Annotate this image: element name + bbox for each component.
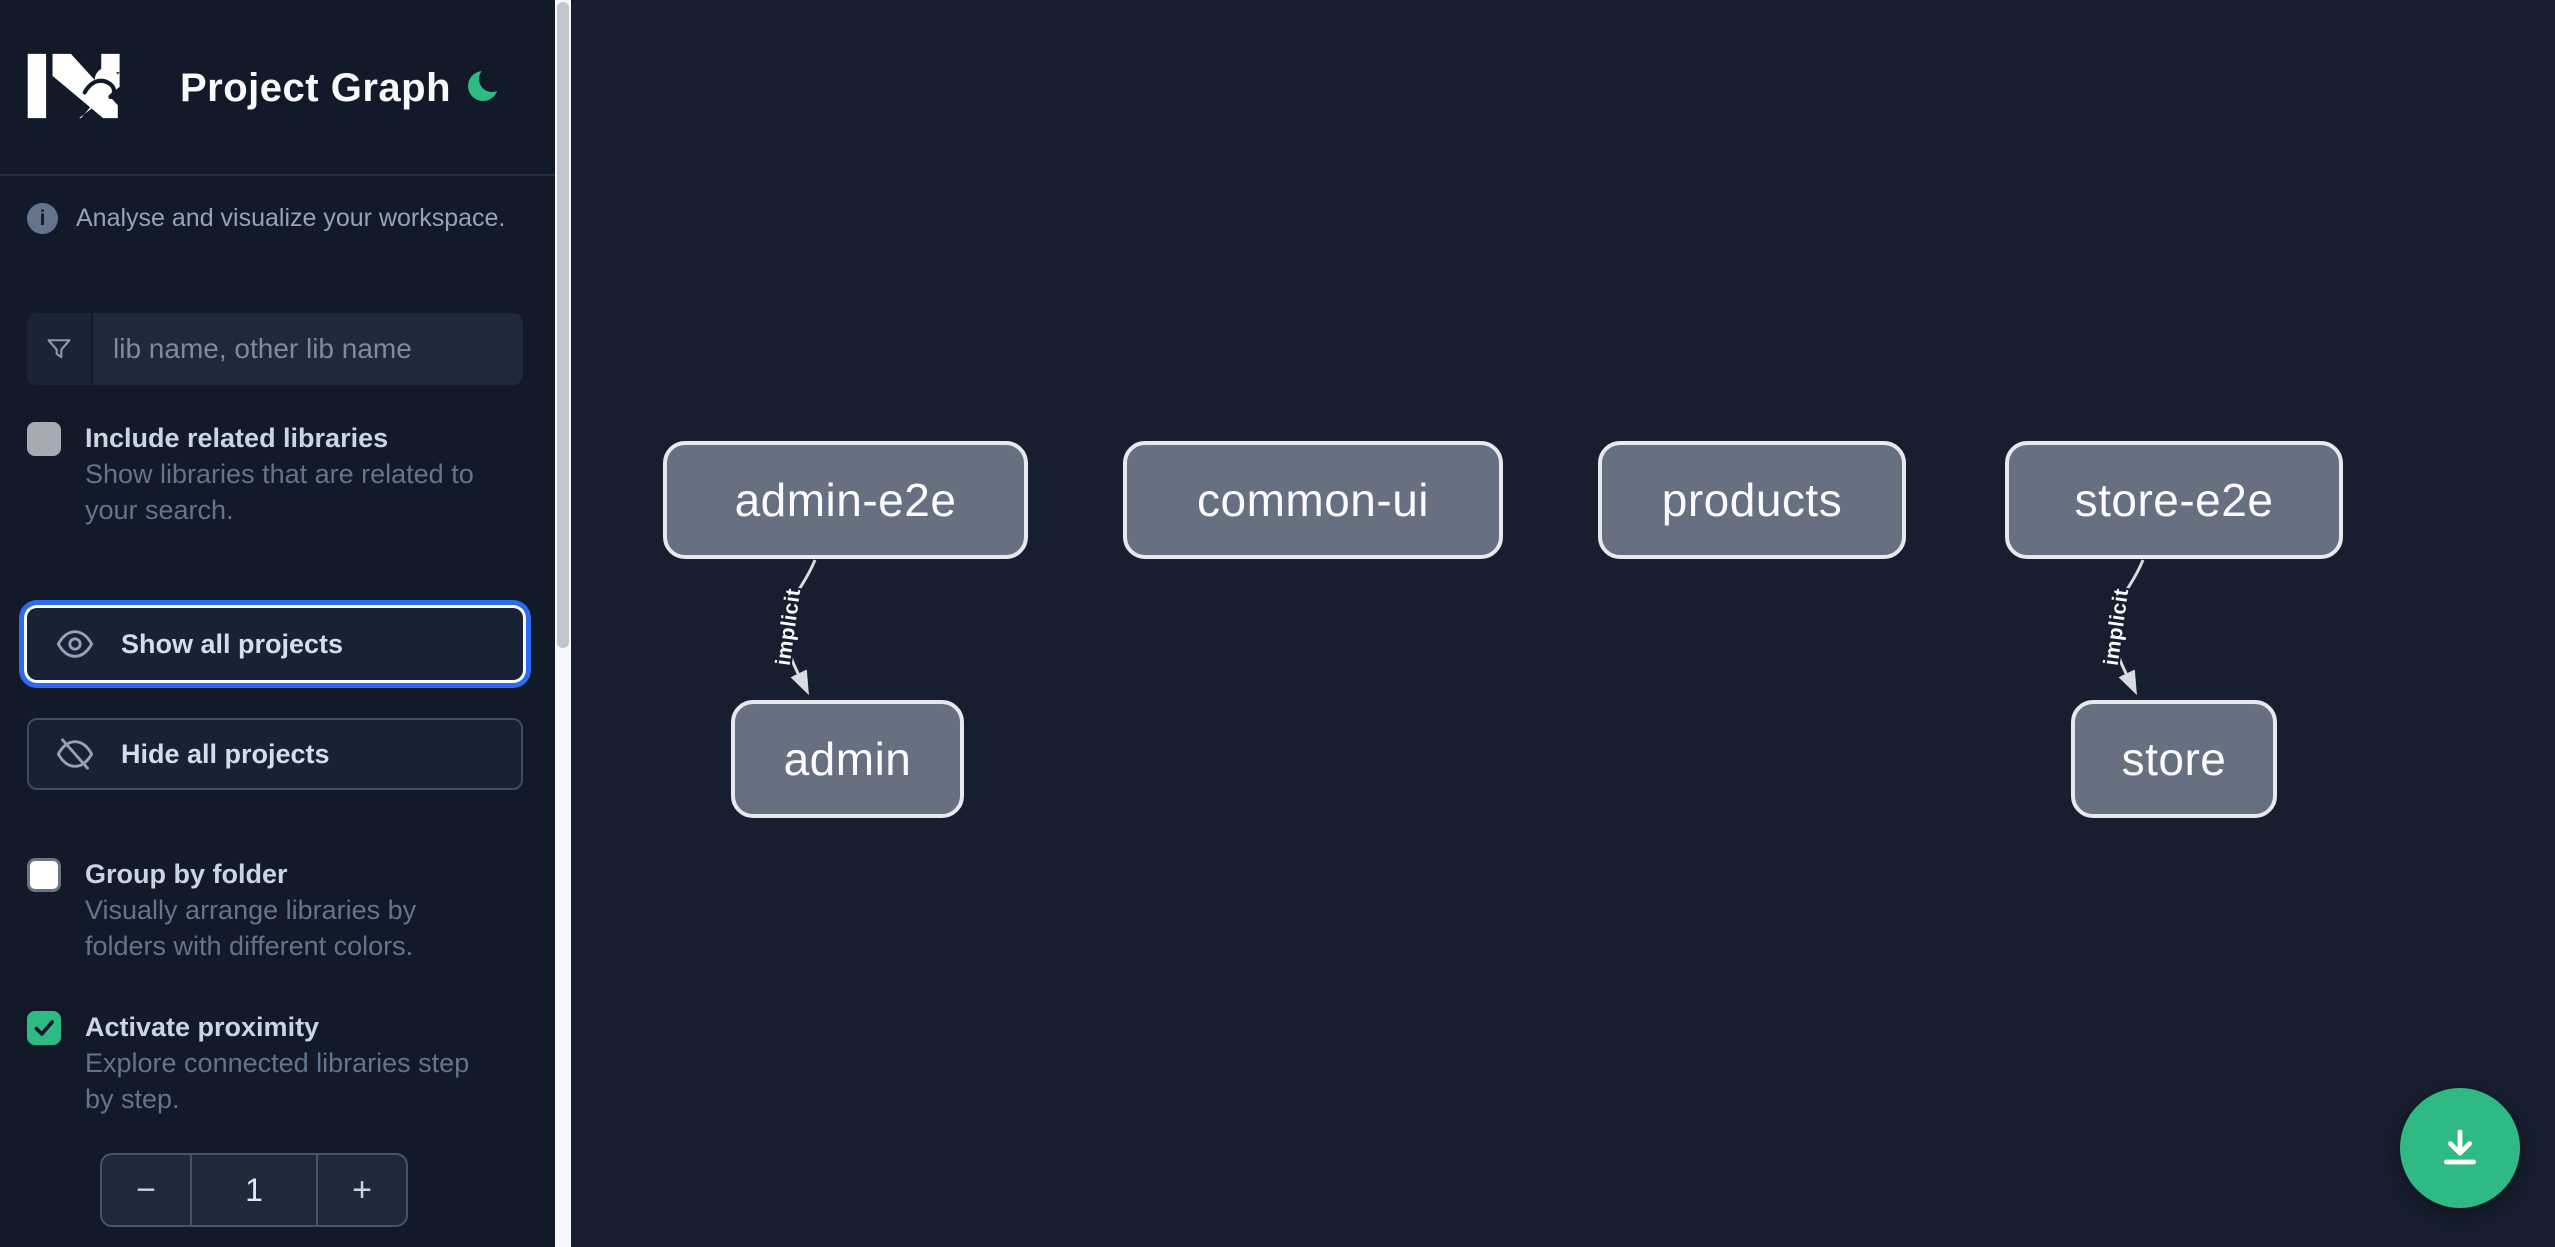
- show-all-projects-button[interactable]: Show all projects: [27, 608, 523, 680]
- dark-mode-toggle[interactable]: [464, 66, 504, 106]
- group-by-folder-label: Group by folder: [85, 859, 288, 889]
- hide-all-projects-button[interactable]: Hide all projects: [27, 718, 523, 790]
- include-related-row: Include related libraries Show libraries…: [27, 420, 544, 528]
- download-graph-button[interactable]: [2400, 1088, 2520, 1208]
- edge-admin-e2e-to-admin[interactable]: [785, 559, 817, 696]
- graph-node-store-e2e[interactable]: store-e2e: [2005, 441, 2343, 559]
- info-icon: i: [27, 203, 58, 234]
- eye-off-icon: [56, 738, 94, 770]
- include-related-label: Include related libraries: [85, 423, 389, 453]
- group-by-folder-row: Group by folder Visually arrange librari…: [27, 856, 544, 964]
- include-related-checkbox[interactable]: [27, 422, 61, 456]
- proximity-depth-stepper: − 1 +: [100, 1153, 408, 1227]
- info-banner: i Analyse and visualize your workspace.: [27, 203, 544, 234]
- proximity-decrement-button[interactable]: −: [102, 1155, 190, 1225]
- graph-node-admin-e2e[interactable]: admin-e2e: [663, 441, 1028, 559]
- filter-box: [27, 313, 523, 385]
- download-icon: [2444, 1129, 2476, 1165]
- graph-node-store[interactable]: store: [2071, 700, 2277, 818]
- filter-funnel-icon: [27, 313, 93, 385]
- group-by-folder-checkbox[interactable]: [27, 858, 61, 892]
- proximity-increment-button[interactable]: +: [318, 1155, 406, 1225]
- sidebar-scrollbar-thumb[interactable]: [557, 2, 569, 648]
- proximity-depth-value[interactable]: 1: [190, 1155, 318, 1225]
- activate-proximity-row: Activate proximity Explore connected lib…: [27, 1009, 544, 1117]
- sidebar-body: i Analyse and visualize your workspace. …: [0, 203, 571, 1227]
- sidebar-header: Project Graph: [0, 0, 571, 176]
- page-title: Project Graph: [180, 66, 452, 110]
- moon-icon: [468, 66, 504, 101]
- info-text: Analyse and visualize your workspace.: [76, 204, 506, 232]
- graph-node-common-ui[interactable]: common-ui: [1123, 441, 1503, 559]
- eye-icon: [56, 630, 94, 658]
- filter-input[interactable]: [93, 313, 523, 385]
- activate-proximity-description: Explore connected libraries step by step…: [85, 1048, 470, 1114]
- activate-proximity-checkbox[interactable]: [27, 1011, 61, 1045]
- group-by-folder-description: Visually arrange libraries by folders wi…: [85, 895, 417, 961]
- hide-all-projects-label: Hide all projects: [121, 738, 330, 769]
- graph-node-admin[interactable]: admin: [731, 700, 964, 818]
- sidebar-scrollbar-track: [555, 0, 571, 1247]
- nx-logo: [27, 53, 120, 119]
- sidebar: Project Graph i Analyse and visualize yo…: [0, 0, 571, 1247]
- graph-node-products[interactable]: products: [1598, 441, 1906, 559]
- show-all-projects-label: Show all projects: [121, 628, 344, 659]
- edge-store-e2e-to-store[interactable]: [2113, 559, 2145, 696]
- checkmark-icon: [34, 1020, 54, 1036]
- activate-proximity-label: Activate proximity: [85, 1012, 320, 1042]
- include-related-description: Show libraries that are related to your …: [85, 459, 474, 525]
